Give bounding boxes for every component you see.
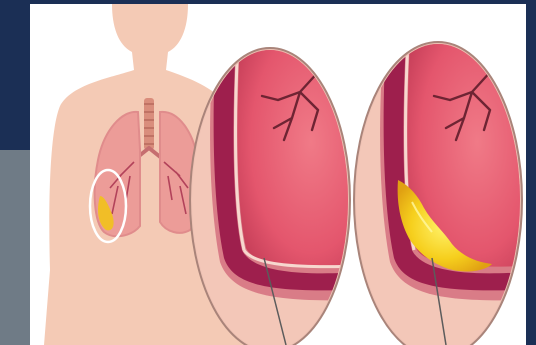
- frame-border-right: [526, 0, 536, 345]
- photo-strip: [0, 150, 30, 345]
